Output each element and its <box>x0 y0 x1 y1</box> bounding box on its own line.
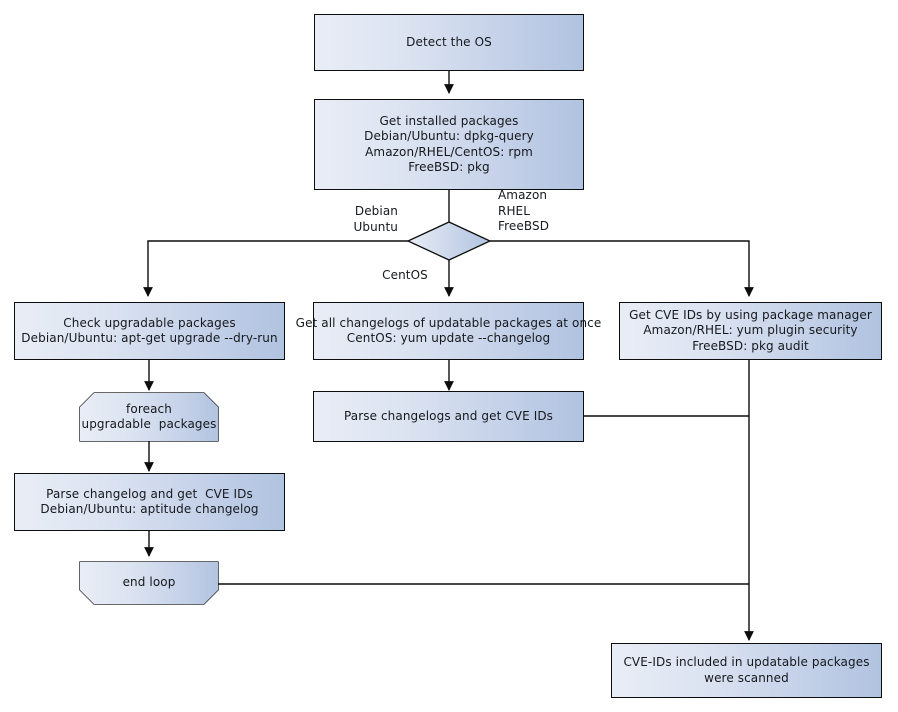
node-parse-changelogs-label: Parse changelogs and get CVE IDs <box>343 408 554 423</box>
node-detect-os-label: Detect the OS <box>406 34 492 49</box>
node-parse-changelog-label: Parse changelog and get CVE IDs Debian/U… <box>40 486 259 517</box>
node-parse-changelog-get-cve-ids[interactable]: Parse changelog and get CVE IDs Debian/U… <box>14 473 285 531</box>
node-get-all-changelogs-label: Get all changelogs of updatable packages… <box>295 315 602 346</box>
node-get-all-changelogs[interactable]: Get all changelogs of updatable packages… <box>296 302 601 360</box>
node-detect-os[interactable]: Detect the OS <box>314 14 584 71</box>
node-cve-ids-scanned-label: CVE-IDs included in updatable packages w… <box>623 655 870 685</box>
node-check-upgradable-packages[interactable]: Check upgradable packages Debian/Ubuntu:… <box>14 302 285 360</box>
node-foreach-label: foreach upgradable packages <box>81 401 217 431</box>
os-decision-diamond <box>406 221 492 261</box>
edge-decision-to-get-cve-pkgmgr <box>490 240 754 297</box>
node-cve-ids-scanned[interactable]: CVE-IDs included in updatable packages w… <box>611 643 882 698</box>
node-get-installed-packages[interactable]: Get installed packages Debian/Ubuntu: dp… <box>314 99 584 190</box>
node-foreach-upgradable-packages[interactable]: foreach upgradable packages <box>80 393 218 441</box>
node-check-upgradable-packages-label: Check upgradable packages Debian/Ubuntu:… <box>21 315 278 346</box>
node-get-cve-ids-package-manager-label: Get CVE IDs by using package manager Ama… <box>629 307 872 353</box>
node-end-loop[interactable]: end loop <box>80 562 218 604</box>
node-parse-changelogs-get-cve-ids[interactable]: Parse changelogs and get CVE IDs <box>313 391 584 442</box>
node-get-cve-ids-package-manager[interactable]: Get CVE IDs by using package manager Ama… <box>619 302 882 360</box>
edge-label-debian-ubuntu: Debian Ubuntu <box>353 204 398 234</box>
edge-label-centos: CentOS <box>382 268 428 282</box>
edge-label-amazon-rhel-freebsd: Amazon RHEL FreeBSD <box>498 188 550 233</box>
node-end-loop-label: end loop <box>122 575 176 590</box>
node-get-installed-packages-label: Get installed packages Debian/Ubuntu: dp… <box>364 113 534 175</box>
